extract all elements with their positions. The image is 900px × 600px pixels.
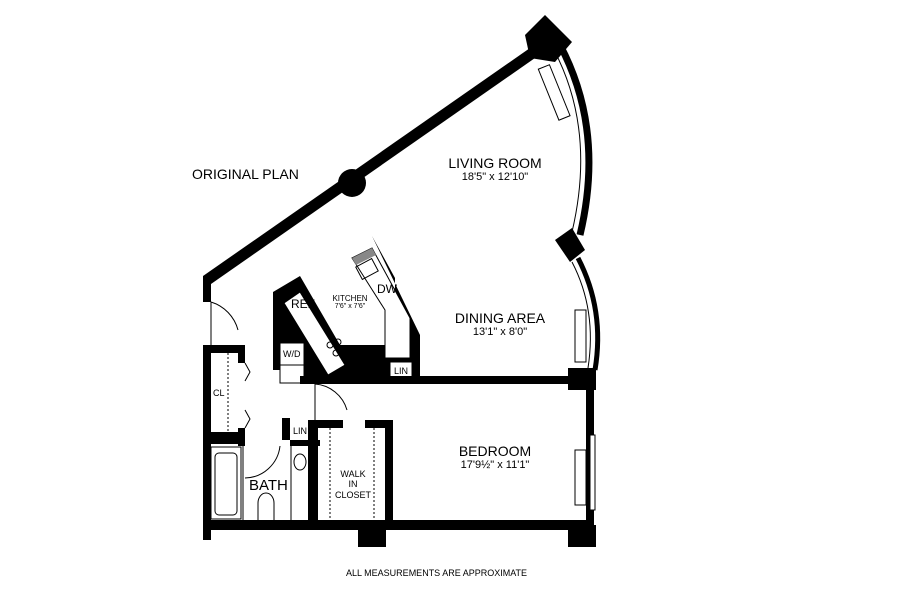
kitchen-label: KITCHEN 7'6" x 7'6"	[325, 294, 375, 311]
living-room-name: LIVING ROOM	[448, 155, 542, 171]
bedroom-name: BEDROOM	[458, 443, 532, 459]
dining-area-label: DINING AREA 13'1" x 8'0"	[450, 310, 550, 339]
radiator-dining	[574, 309, 587, 363]
living-room-label: LIVING ROOM 18'5" x 12'10"	[440, 155, 550, 184]
living-room-dims: 18'5" x 12'10"	[461, 171, 529, 184]
kitchen-name: KITCHEN	[332, 294, 368, 303]
sink	[355, 257, 379, 281]
bedroom-window	[589, 434, 596, 511]
hall-linen-label: LIN	[293, 426, 308, 436]
kitchen-dims: 7'6" x 7'6"	[334, 303, 366, 311]
toilet	[257, 492, 275, 520]
refrigerator-label: REF	[291, 297, 315, 311]
walk-in-closet-label: WALK IN CLOSET	[333, 469, 373, 500]
exterior-wall-diagonal	[203, 48, 535, 284]
kitchen-counter-left	[283, 291, 346, 376]
kitchen-linen-label: LIN	[394, 366, 409, 376]
closet-label: CL	[213, 388, 225, 398]
dishwasher-label: DW	[377, 282, 397, 296]
bath-label: BATH	[249, 477, 288, 494]
washer-dryer-label: W/D	[283, 349, 301, 359]
stove-burner	[326, 341, 334, 349]
footer-note: ALL MEASUREMENTS ARE APPROXIMATE	[346, 568, 528, 578]
bedroom-dims: 17'9½" x 11'1"	[460, 459, 530, 472]
bath-door[interactable]	[244, 445, 281, 479]
radiator-living	[537, 64, 571, 121]
bedroom-label: BEDROOM 17'9½" x 11'1"	[440, 443, 550, 472]
bath-sink	[293, 453, 307, 471]
dining-area-name: DINING AREA	[454, 310, 546, 326]
radiator-bedroom	[574, 449, 587, 506]
closet-line-1: WALK	[340, 469, 366, 479]
kitchen-walls	[273, 236, 420, 384]
closet-line-2: IN	[348, 479, 358, 490]
bedroom-door[interactable]	[314, 383, 348, 420]
curved-window-upper	[556, 43, 593, 236]
bathtub	[210, 446, 242, 520]
curved-window-lower	[575, 256, 601, 371]
entry-door[interactable]	[210, 301, 239, 345]
structural-column	[338, 169, 366, 197]
structural-column-mid	[555, 228, 585, 262]
plan-title: ORIGINAL PLAN	[192, 166, 299, 182]
closet-line-3: CLOSET	[334, 489, 371, 500]
dining-area-dims: 13'1" x 8'0"	[472, 326, 528, 339]
